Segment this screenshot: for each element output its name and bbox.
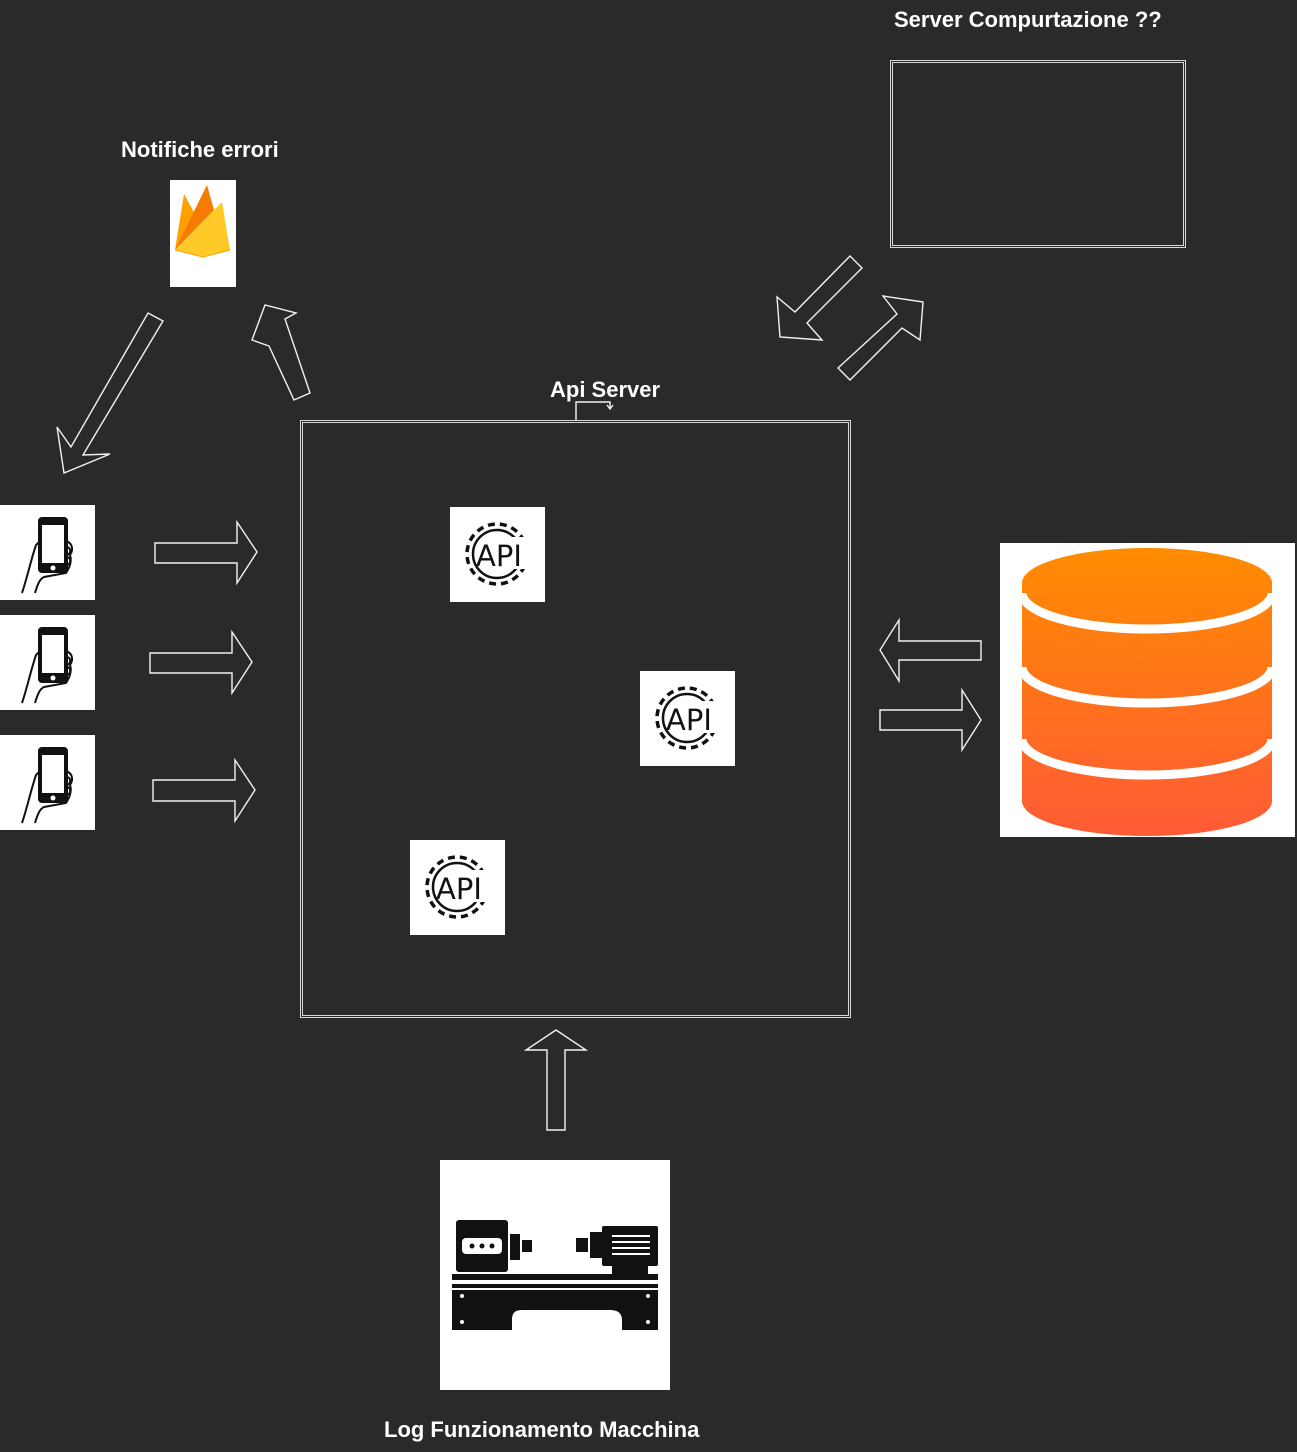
phone-tile-2[interactable] xyxy=(0,615,95,710)
database-tile[interactable] xyxy=(1000,543,1295,837)
api-text: API xyxy=(666,703,712,737)
api-gear-icon: API xyxy=(465,522,538,586)
api-tile-2[interactable]: API xyxy=(640,671,735,766)
arrow-database-to-api xyxy=(879,617,982,684)
api-text: API xyxy=(476,539,522,573)
api-tile-1[interactable]: API xyxy=(450,507,545,602)
api-label-connector xyxy=(575,401,614,420)
arrow-phone-3-to-api xyxy=(152,757,256,824)
api-server-label: Api Server xyxy=(550,377,661,402)
arrow-compute-to-api xyxy=(776,255,863,341)
api-gear-icon: API xyxy=(425,855,498,919)
phone-tile-1[interactable] xyxy=(0,505,95,600)
machine-tile[interactable] xyxy=(440,1160,670,1390)
api-gear-icon: API xyxy=(655,686,728,750)
arrow-api-to-database xyxy=(879,687,982,753)
arrow-phone-1-to-api xyxy=(154,519,258,586)
arrow-notifications-to-phones xyxy=(56,312,164,474)
database-icon xyxy=(1017,548,1277,836)
industrial-machine-icon xyxy=(452,1220,658,1330)
phone-tile-3[interactable] xyxy=(0,735,95,830)
firebase-icon xyxy=(174,185,231,258)
compute-server-box[interactable] xyxy=(890,60,1186,248)
compute-server-label: Server Compurtazione ?? xyxy=(894,7,1162,32)
arrow-phone-2-to-api xyxy=(149,629,253,696)
arrow-machine-to-api xyxy=(523,1029,589,1131)
api-tile-3[interactable]: API xyxy=(410,840,505,935)
api-text: API xyxy=(436,872,482,906)
machine-log-label: Log Funzionamento Macchina xyxy=(384,1417,700,1442)
smartphone-in-hand-icon xyxy=(21,517,74,594)
arrow-api-to-compute xyxy=(836,295,924,381)
arrow-api-to-notifications xyxy=(251,304,311,401)
smartphone-in-hand-icon xyxy=(21,627,74,704)
firebase-tile[interactable] xyxy=(170,180,236,287)
notifications-label: Notifiche errori xyxy=(121,137,279,162)
api-server-box[interactable] xyxy=(300,420,851,1018)
smartphone-in-hand-icon xyxy=(21,747,74,824)
